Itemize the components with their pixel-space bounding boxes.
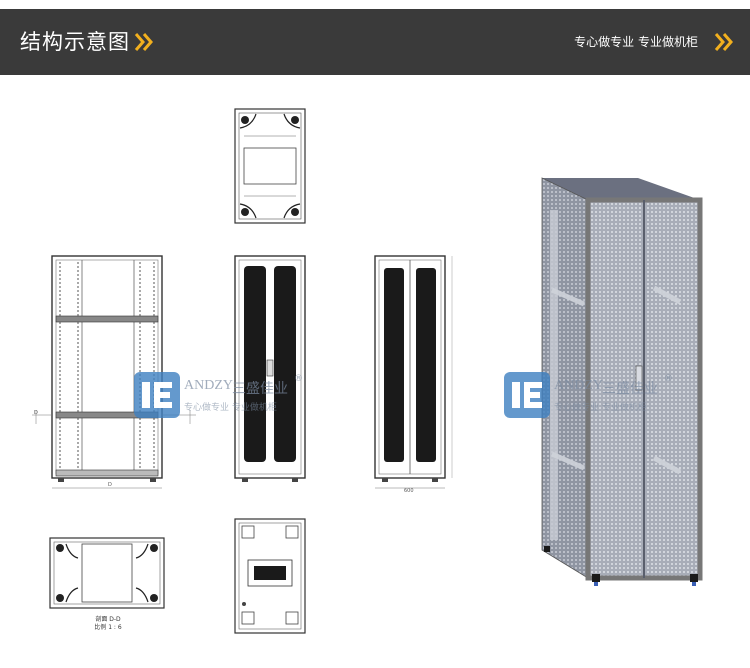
cabinet-3d-render — [541, 177, 703, 586]
slogan: 专心做专业 专业做机柜 — [574, 35, 698, 49]
cabinet-front-view — [234, 255, 306, 482]
watermark-brand-cn: 三盛佳业 — [232, 381, 288, 397]
front-width-label: 600 — [404, 488, 414, 494]
page-title: 结构示意图 — [20, 30, 130, 54]
cabinet-section-view — [49, 537, 165, 609]
section-caption: 剖面 D-D 比例 1 : 6 — [80, 616, 136, 632]
watermark-brand: ANDZY — [554, 378, 603, 393]
watermark-registered: ® — [664, 374, 673, 384]
cabinet-top-view — [234, 108, 306, 224]
andzy-logo-icon — [504, 372, 550, 418]
watermark-tagline: 专心做专业 专业做机柜 — [184, 403, 277, 413]
watermark-registered: ® — [294, 374, 303, 384]
side-dim-label: D — [34, 410, 38, 416]
watermark-brand-cn: 三盛佳业 — [602, 381, 658, 397]
watermark-left: ANDZY 三盛佳业 ® 专心做专业 专业做机柜 — [134, 372, 314, 422]
watermark-right: ANDZY 三盛佳业 ® 专心做专业 专业做机柜 — [504, 372, 684, 422]
side-width-label: D — [108, 482, 112, 488]
andzy-logo-icon — [134, 372, 180, 418]
cabinet-bottom-view — [234, 518, 306, 634]
section-caption-title: 剖面 D-D — [95, 616, 121, 623]
watermark-brand: ANDZY — [184, 378, 233, 393]
section-caption-scale: 比例 1 : 6 — [94, 624, 122, 631]
watermark-tagline: 专心做专业 专业做机柜 — [554, 403, 647, 413]
cabinet-side-frame-view: D D — [32, 255, 196, 489]
cabinet-rear-view: 600 — [374, 255, 453, 494]
double-chevron-right-icon — [714, 33, 733, 51]
header-bar: 结构示意图 专心做专业 专业做机柜 — [0, 9, 750, 75]
double-chevron-right-icon — [134, 33, 153, 51]
